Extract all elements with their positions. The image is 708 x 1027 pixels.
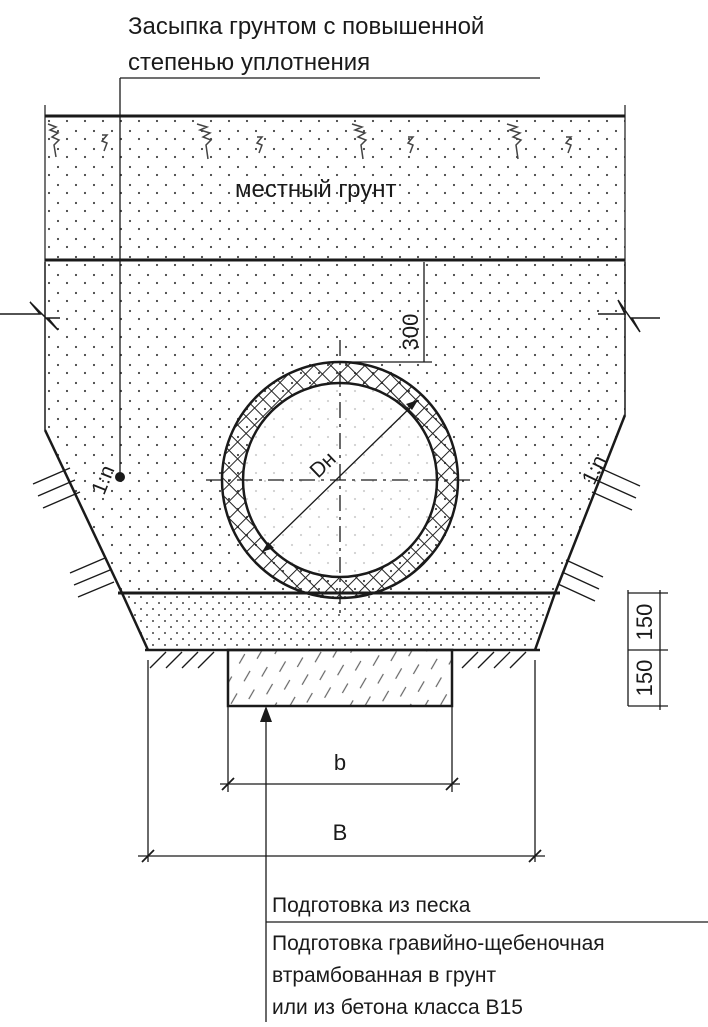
bottom-note-1: Подготовка из песка [272,894,471,917]
pipe: Dн [206,340,474,615]
bottom-ground-hatch [149,651,527,669]
bedding-leader: Подготовка из песка Подготовка гравийно-… [260,706,708,1022]
base-width-value: b [334,750,346,775]
slope-ground-hatch [32,467,641,602]
base-thickness-value: 150 [632,660,657,697]
cover-depth-dimension: 300 [340,262,432,363]
cover-depth-value: 300 [398,314,423,351]
soil-marks [47,123,573,160]
top-note-line1: Засыпка грунтом с повышенной [128,13,484,40]
bottom-note-2-line2: втрамбованная в грунт [272,964,496,987]
gravel-base-layer [226,648,454,708]
backfill-leader: Засыпка грунтом с повышенной степенью уп… [115,13,540,482]
sand-bedding-layer [118,591,560,652]
layer-thickness-dimension: 150 150 [627,590,668,710]
bottom-note-2-line3: или из бетона класса В15 [272,996,523,1019]
trench-width-dimension: B [138,660,545,863]
pipe-axes [206,340,474,615]
bottom-note-2-line1: Подготовка гравийно-щебеночная [272,932,605,955]
sand-thickness-value: 150 [632,604,657,641]
base-width-dimension: b [220,706,460,792]
top-note-line2: степенью уплотнения [128,49,370,76]
local-soil-label: местный грунт [235,176,397,203]
trench-width-value: B [333,820,348,845]
